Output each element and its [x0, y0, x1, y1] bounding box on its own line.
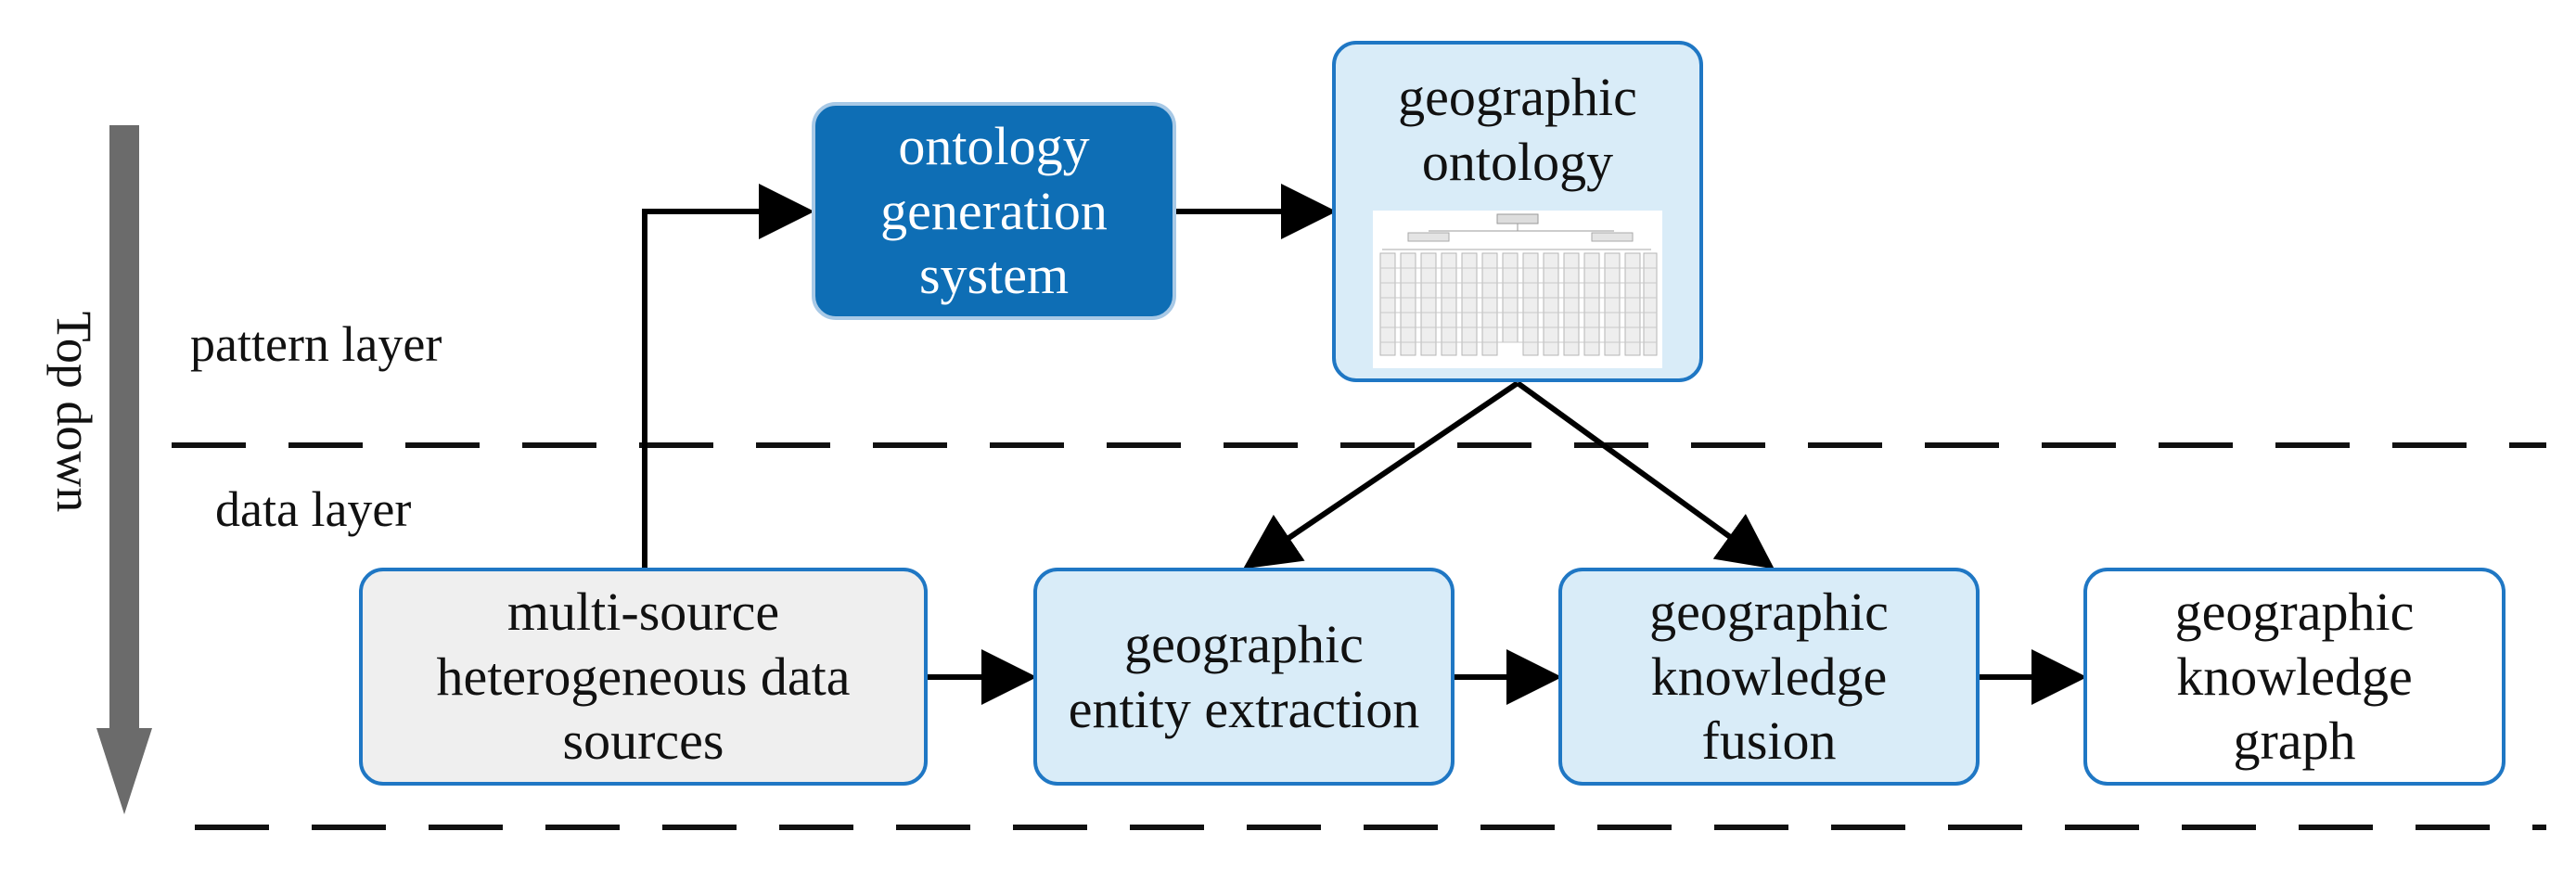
- node-line: sources: [562, 710, 724, 772]
- entity-extraction-node: geographic entity extraction: [1033, 568, 1455, 786]
- knowledge-fusion-node: geographic knowledge fusion: [1558, 568, 1980, 786]
- node-line: knowledge: [1650, 646, 1888, 707]
- node-line: ontology: [1421, 131, 1614, 192]
- top-down-arrow-icon: [96, 125, 152, 814]
- arrow-ontology-to-fusion: [1516, 380, 1775, 569]
- node-line: geographic: [1649, 582, 1889, 643]
- node-line: geographic: [1398, 67, 1637, 127]
- node-line: ontology: [898, 116, 1090, 177]
- node-line: entity extraction: [1068, 678, 1420, 739]
- knowledge-graph-node: geographic knowledge graph: [2083, 568, 2506, 786]
- node-line: multi-source: [506, 582, 780, 643]
- arrow-sources-to-ontology-generation: [642, 184, 814, 568]
- node-line: geographic: [2174, 582, 2415, 643]
- ontology-tree-thumbnail-icon: [1373, 211, 1662, 369]
- node-line: generation: [880, 180, 1108, 241]
- ontology-generation-system-node: ontology generation system: [812, 102, 1176, 320]
- node-line: system: [918, 245, 1070, 306]
- pattern-layer-label: pattern layer: [190, 316, 442, 372]
- node-line: geographic: [1124, 613, 1364, 674]
- node-line: graph: [2233, 710, 2356, 772]
- node-line: knowledge: [2176, 646, 2413, 707]
- node-line: fusion: [1701, 710, 1837, 772]
- node-line: heterogeneous data: [436, 646, 851, 707]
- arrow-ontology-to-extraction: [1243, 380, 1519, 569]
- top-down-label: Top down: [46, 311, 102, 513]
- multi-source-data-node: multi-source heterogeneous data sources: [359, 568, 928, 786]
- data-layer-label: data layer: [215, 481, 412, 537]
- geographic-ontology-node: geographic ontology: [1332, 41, 1703, 382]
